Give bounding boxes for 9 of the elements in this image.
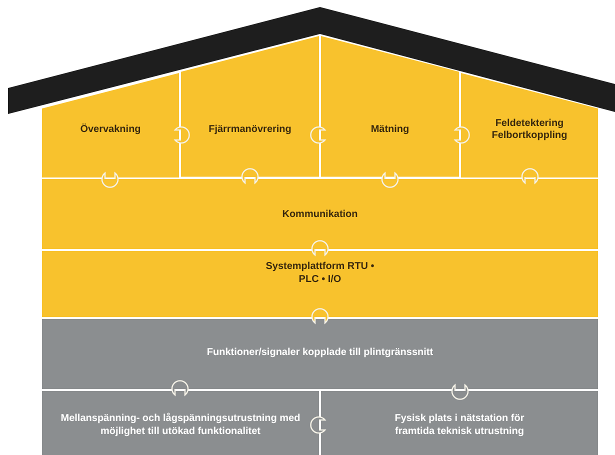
piece-label: Mellanspänning- och lågspänningsutrustning med möjlighet till utökad funktionalitet (60, 413, 302, 438)
piece-label: Övervakning (79, 124, 142, 136)
piece-label: Fysisk plats i nätstation för framtida teknisk utrustning (394, 413, 526, 438)
piece-label: Feldetektering Felbortkoppling (490, 118, 568, 143)
piece-label: Kommunikation (281, 209, 359, 222)
piece-label: Systemplattform RTU • PLC • I/O (265, 261, 375, 286)
piece-label: Funktioner/signaler kopplade till plintgränssnitt (206, 347, 434, 360)
piece-label: Fjärrmanövrering (208, 124, 292, 136)
piece-label: Mätning (370, 124, 410, 136)
